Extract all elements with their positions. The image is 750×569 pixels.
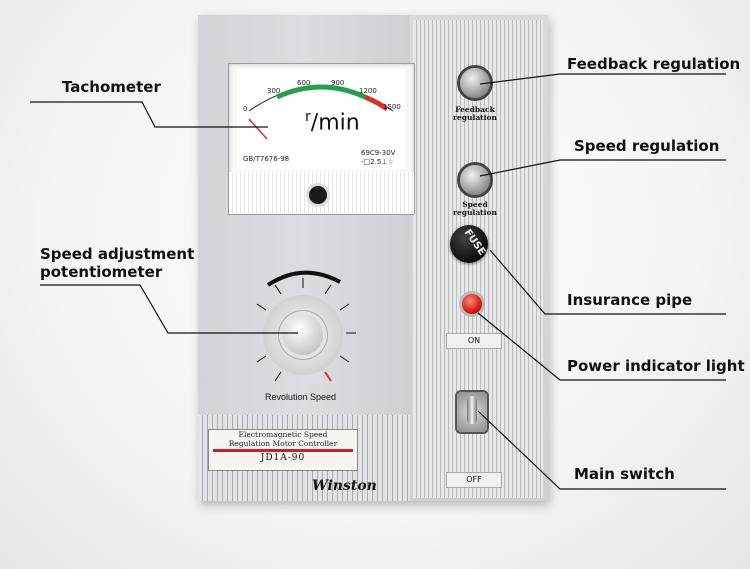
main-switch-callout: Main switch xyxy=(574,465,675,483)
main-switch-lever[interactable] xyxy=(467,396,477,424)
scale-label-900: 900 xyxy=(331,79,345,87)
potentiometer-callout-line xyxy=(40,284,298,334)
off-tag: OFF xyxy=(446,472,502,488)
meter-window xyxy=(229,172,414,214)
insurance-pipe-callout: Insurance pipe xyxy=(567,291,693,309)
tachometer-face: 0 300 600 900 1200 1500 r/min GB/T7676-9… xyxy=(237,69,405,169)
meter-spec: 69C9-30V xyxy=(361,149,396,157)
feedback-label-line-2: regulation xyxy=(453,113,497,122)
zero-adjust-knob[interactable] xyxy=(309,186,327,204)
feedback-callout-line xyxy=(479,73,726,85)
scale-label-300: 300 xyxy=(267,87,281,95)
unit-min: min xyxy=(318,110,360,136)
potentiometer-label: Revolution Speed xyxy=(265,392,337,402)
plate-model: JD1A-90 xyxy=(260,453,306,463)
speed-adjustment-callout-line1: Speed adjustment xyxy=(40,245,195,263)
speed-regulation-callout: Speed regulation xyxy=(574,137,720,155)
power-indicator-light xyxy=(462,294,482,314)
scale-label-0: 0 xyxy=(243,105,248,113)
nameplate: Electromagnetic Speed Regulation Motor C… xyxy=(208,429,358,471)
meter-class-mark: -□2.5⊥☆ xyxy=(361,158,394,166)
potentiometer-knob[interactable] xyxy=(283,315,323,355)
speed-regulation-label: Speed regulation xyxy=(440,201,510,217)
scale-label-600: 600 xyxy=(297,79,311,87)
tachometer-callout: Tachometer xyxy=(62,78,161,96)
on-tag: ON xyxy=(446,333,502,349)
unit-r: r xyxy=(305,109,311,125)
plate-line-2: Regulation Motor Controller xyxy=(228,439,338,448)
fuse-callout-line xyxy=(489,249,726,315)
feedback-regulation-label: Feedback regulation xyxy=(440,106,510,122)
speed-adjustment-callout-line2: potentiometer xyxy=(40,263,163,281)
light-callout-line xyxy=(477,312,726,381)
speed-callout-line xyxy=(479,159,726,177)
switch-callout-line xyxy=(477,410,726,490)
plate-stripe xyxy=(213,449,353,452)
speed-label-line-1: Speed xyxy=(462,200,488,209)
speed-label-line-2: regulation xyxy=(453,208,497,217)
tachometer-arc xyxy=(248,84,394,140)
tachometer-unit: r/min xyxy=(305,109,360,136)
feedback-regulation-callout: Feedback regulation xyxy=(567,55,741,73)
speed-regulation-knob[interactable] xyxy=(460,165,490,195)
scale-label-1200: 1200 xyxy=(359,87,377,95)
power-indicator-callout: Power indicator light xyxy=(567,357,745,375)
feedback-label-line-1: Feedback xyxy=(455,105,495,114)
tachometer-callout-line xyxy=(30,101,268,128)
fuse-holder[interactable]: FUSE xyxy=(450,225,488,263)
tachometer: 0 300 600 900 1200 1500 r/min GB/T7676-9… xyxy=(228,63,415,215)
meter-standard: GB/T7676-98 xyxy=(243,155,290,163)
brand-logo: Winston xyxy=(312,478,377,494)
scale-label-1500: 1500 xyxy=(383,103,401,111)
plate-line-1: Electromagnetic Speed xyxy=(238,430,328,439)
